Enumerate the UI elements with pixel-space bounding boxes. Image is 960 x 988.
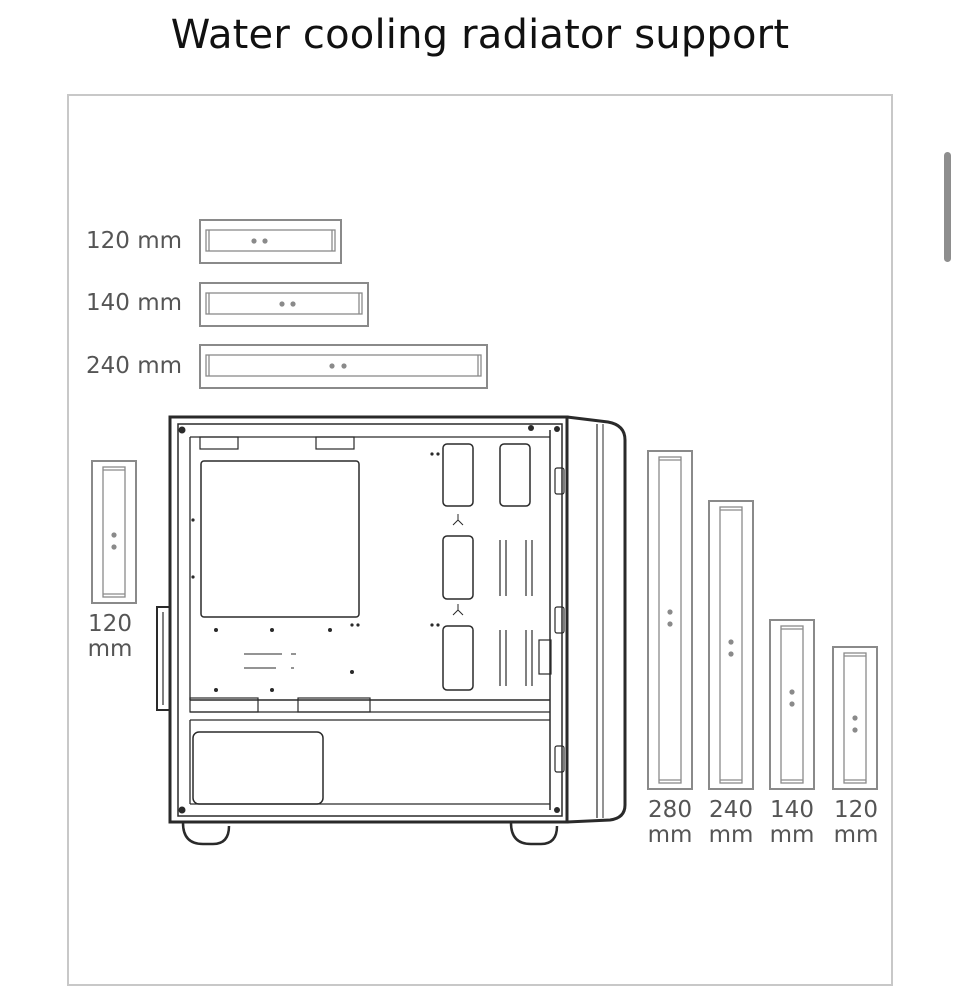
front-radiator-120-size: 120 (834, 797, 878, 823)
front-radiator-280 (647, 450, 693, 790)
front-radiator-120-unit: mm (833, 822, 879, 848)
top-radiator-240-label: 240 mm (86, 353, 183, 379)
rear-radiator-size: 120 (88, 611, 132, 637)
rear-radiator-unit: mm (87, 636, 133, 662)
front-radiator-240 (708, 500, 754, 790)
front-radiator-240-size: 240 (709, 797, 753, 823)
top-radiator-140 (199, 282, 369, 327)
front-radiator-120 (832, 646, 878, 790)
front-radiator-140 (769, 619, 815, 790)
top-radiator-120-label: 120 mm (86, 228, 183, 254)
front-radiator-240-unit: mm (708, 822, 754, 848)
front-radiator-280-size: 280 (648, 797, 692, 823)
top-radiator-120 (199, 219, 342, 264)
scrollbar[interactable] (944, 152, 951, 262)
page-title: Water cooling radiator support (170, 12, 790, 58)
pc-case (156, 415, 627, 846)
top-radiator-140-label: 140 mm (86, 290, 183, 316)
rear-radiator-120 (91, 460, 137, 604)
front-radiator-140-size: 140 (770, 797, 814, 823)
diagram-frame (67, 94, 893, 986)
front-radiator-280-unit: mm (647, 822, 693, 848)
front-radiator-140-unit: mm (769, 822, 815, 848)
top-radiator-240 (199, 344, 488, 389)
